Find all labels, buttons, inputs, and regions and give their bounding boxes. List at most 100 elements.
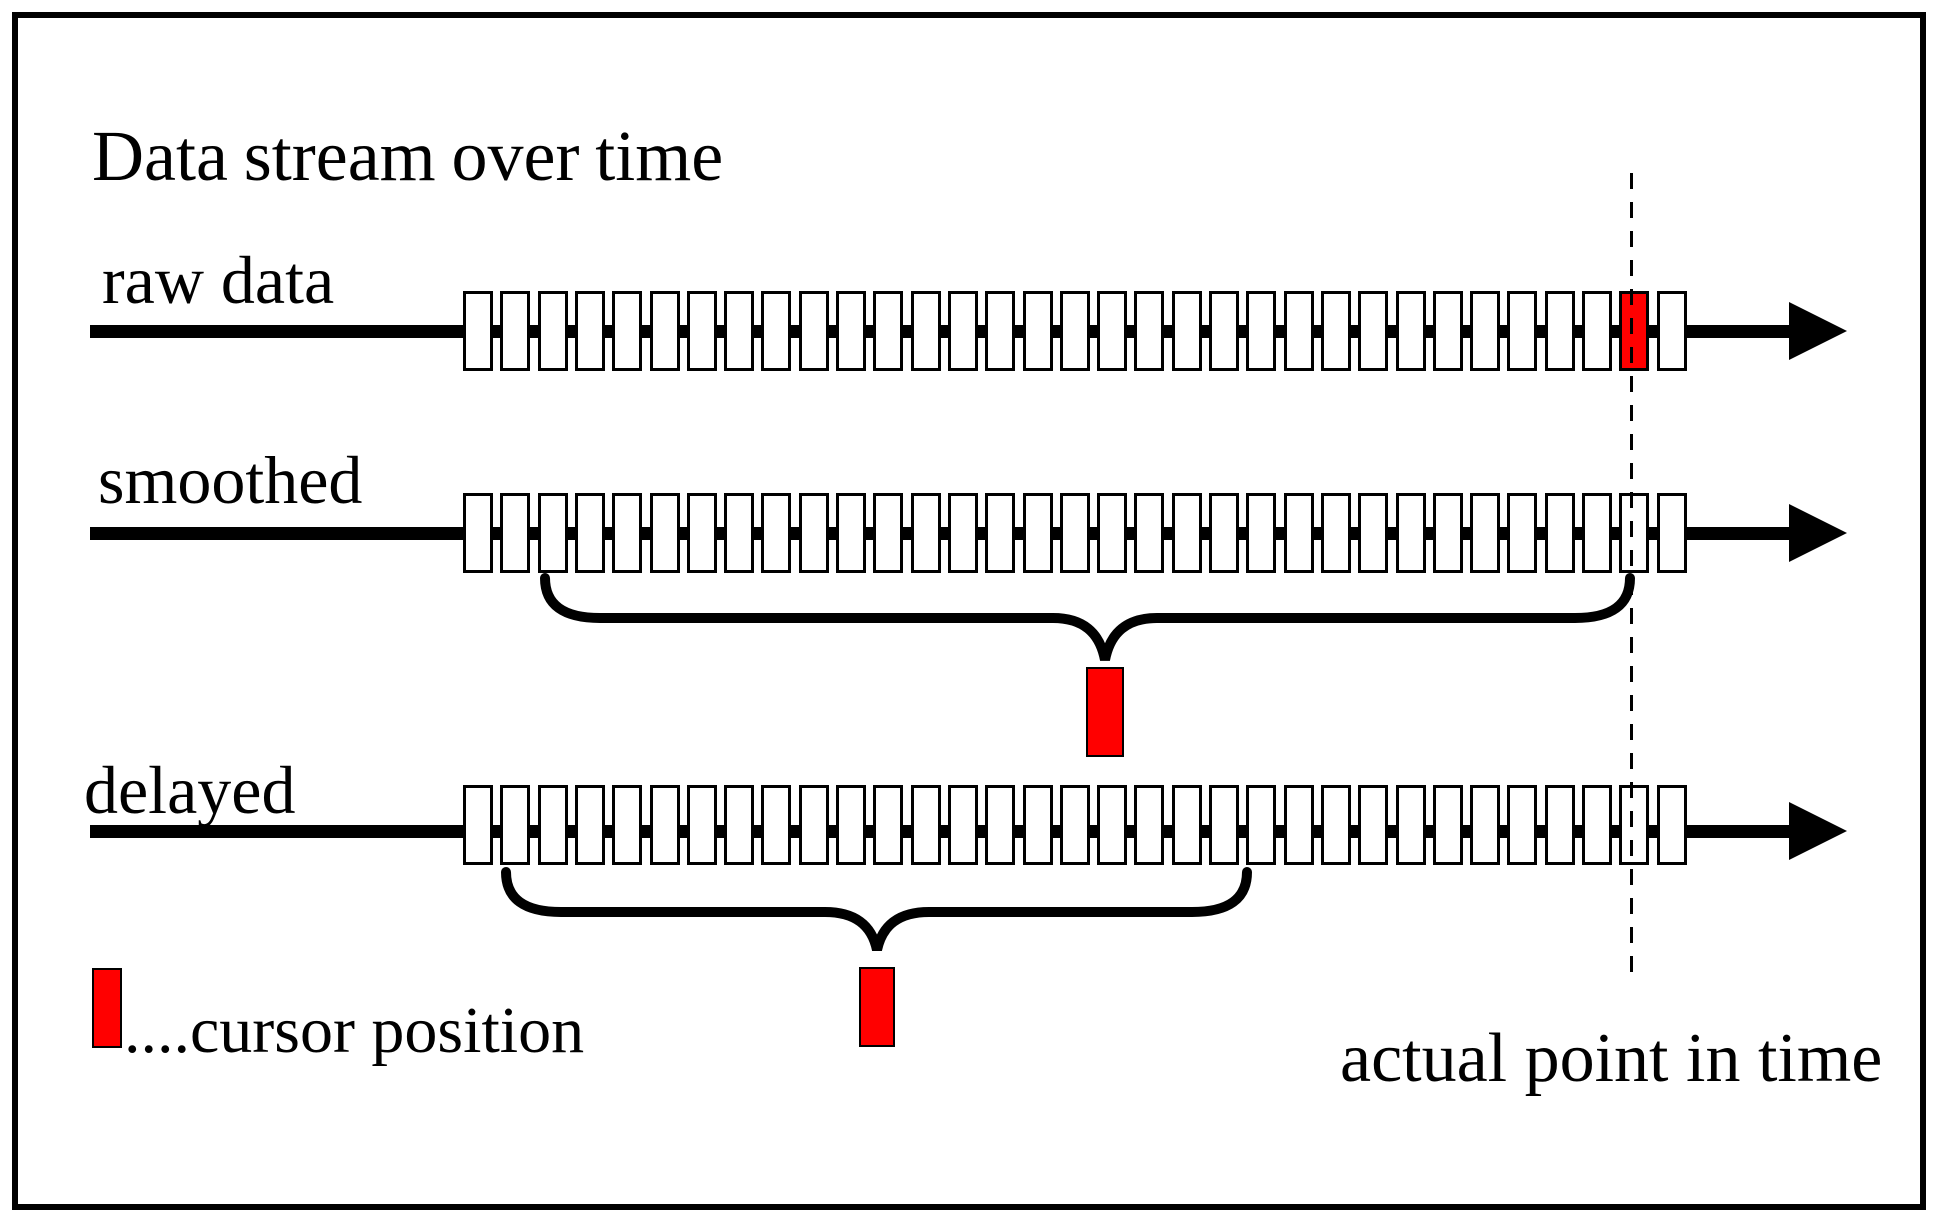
data-sample-box: [1284, 291, 1314, 371]
row-label-raw-data: raw data: [102, 242, 335, 318]
data-sample-box: [650, 291, 680, 371]
row-label-delayed: delayed: [84, 752, 296, 828]
data-sample-box: [1284, 493, 1314, 573]
data-sample-box: [985, 291, 1015, 371]
legend-label: ....cursor position: [124, 994, 585, 1067]
data-sample-box: [1209, 785, 1239, 865]
data-sample-box: [873, 291, 903, 371]
data-sample-box: [1545, 493, 1575, 573]
data-sample-box: [761, 785, 791, 865]
outer-frame-border: [12, 12, 1926, 1210]
data-sample-box: [500, 493, 530, 573]
actual-point-in-time-label: actual point in time: [1340, 1020, 1883, 1097]
delayed-cursor-marker: [859, 967, 895, 1047]
data-sample-box: [1582, 785, 1612, 865]
data-sample-box: [1545, 291, 1575, 371]
data-sample-box: [1097, 785, 1127, 865]
data-sample-box: [799, 785, 829, 865]
data-sample-box: [1470, 785, 1500, 865]
data-sample-box: [1321, 291, 1351, 371]
data-sample-box: [1172, 291, 1202, 371]
data-sample-box: [911, 291, 941, 371]
data-sample-box: [1619, 493, 1649, 573]
data-sample-box: [1619, 785, 1649, 865]
data-sample-box: [1582, 493, 1612, 573]
data-sample-box: [873, 785, 903, 865]
data-sample-box: [612, 785, 642, 865]
data-sample-box: [1284, 785, 1314, 865]
data-sample-box: [612, 291, 642, 371]
data-sample-box: [1657, 493, 1687, 573]
data-sample-box: [1023, 785, 1053, 865]
data-sample-box: [799, 291, 829, 371]
data-sample-box: [1657, 291, 1687, 371]
data-sample-box: [799, 493, 829, 573]
data-sample-box: [761, 291, 791, 371]
data-sample-box: [1134, 291, 1164, 371]
data-sample-box: [1507, 493, 1537, 573]
data-sample-box: [836, 493, 866, 573]
data-sample-box: [1060, 291, 1090, 371]
data-sample-box: [1172, 493, 1202, 573]
smoothed-cursor-marker: [1086, 667, 1124, 757]
data-sample-box: [1507, 785, 1537, 865]
data-sample-box: [985, 493, 1015, 573]
cursor-sample-box-raw: [1619, 291, 1649, 371]
data-sample-box: [1396, 785, 1426, 865]
data-sample-box: [1246, 493, 1276, 573]
data-sample-box: [985, 785, 1015, 865]
data-sample-box: [1358, 785, 1388, 865]
data-sample-box: [1433, 493, 1463, 573]
data-sample-box: [463, 291, 493, 371]
data-sample-box: [948, 493, 978, 573]
data-sample-box: [1396, 291, 1426, 371]
data-sample-box: [836, 785, 866, 865]
data-sample-box: [1060, 493, 1090, 573]
data-sample-box: [1097, 493, 1127, 573]
data-sample-box: [538, 493, 568, 573]
data-sample-box: [761, 493, 791, 573]
data-sample-box: [724, 291, 754, 371]
data-sample-box: [1321, 785, 1351, 865]
data-sample-box: [463, 785, 493, 865]
data-sample-box: [1097, 291, 1127, 371]
data-sample-box: [1246, 785, 1276, 865]
data-sample-box: [1134, 785, 1164, 865]
data-sample-box: [650, 493, 680, 573]
data-sample-box: [1470, 493, 1500, 573]
data-sample-box: [1209, 493, 1239, 573]
data-sample-box: [1060, 785, 1090, 865]
actual-time-dashed-line: [1630, 173, 1633, 980]
data-sample-box: [1172, 785, 1202, 865]
data-sample-box: [1507, 291, 1537, 371]
arrow-right-icon: [1789, 802, 1847, 860]
data-sample-box: [463, 493, 493, 573]
data-sample-box: [1470, 291, 1500, 371]
data-sample-box: [1433, 785, 1463, 865]
data-sample-box: [1321, 493, 1351, 573]
legend-cursor-swatch: [92, 968, 122, 1048]
data-sample-box: [836, 291, 866, 371]
data-sample-box: [724, 785, 754, 865]
data-sample-box: [687, 785, 717, 865]
data-sample-box: [873, 493, 903, 573]
data-sample-box: [500, 291, 530, 371]
data-sample-box: [948, 291, 978, 371]
row-label-smoothed: smoothed: [98, 442, 363, 518]
data-sample-box: [538, 785, 568, 865]
data-sample-box: [1582, 291, 1612, 371]
data-sample-box: [650, 785, 680, 865]
data-sample-box: [687, 291, 717, 371]
data-sample-box: [1209, 291, 1239, 371]
data-sample-box: [1023, 291, 1053, 371]
data-sample-box: [687, 493, 717, 573]
data-sample-box: [575, 493, 605, 573]
data-sample-box: [1246, 291, 1276, 371]
arrow-right-icon: [1789, 302, 1847, 360]
data-sample-box: [1433, 291, 1463, 371]
data-sample-box: [575, 785, 605, 865]
data-sample-box: [1023, 493, 1053, 573]
data-sample-box: [575, 291, 605, 371]
data-sample-box: [1396, 493, 1426, 573]
